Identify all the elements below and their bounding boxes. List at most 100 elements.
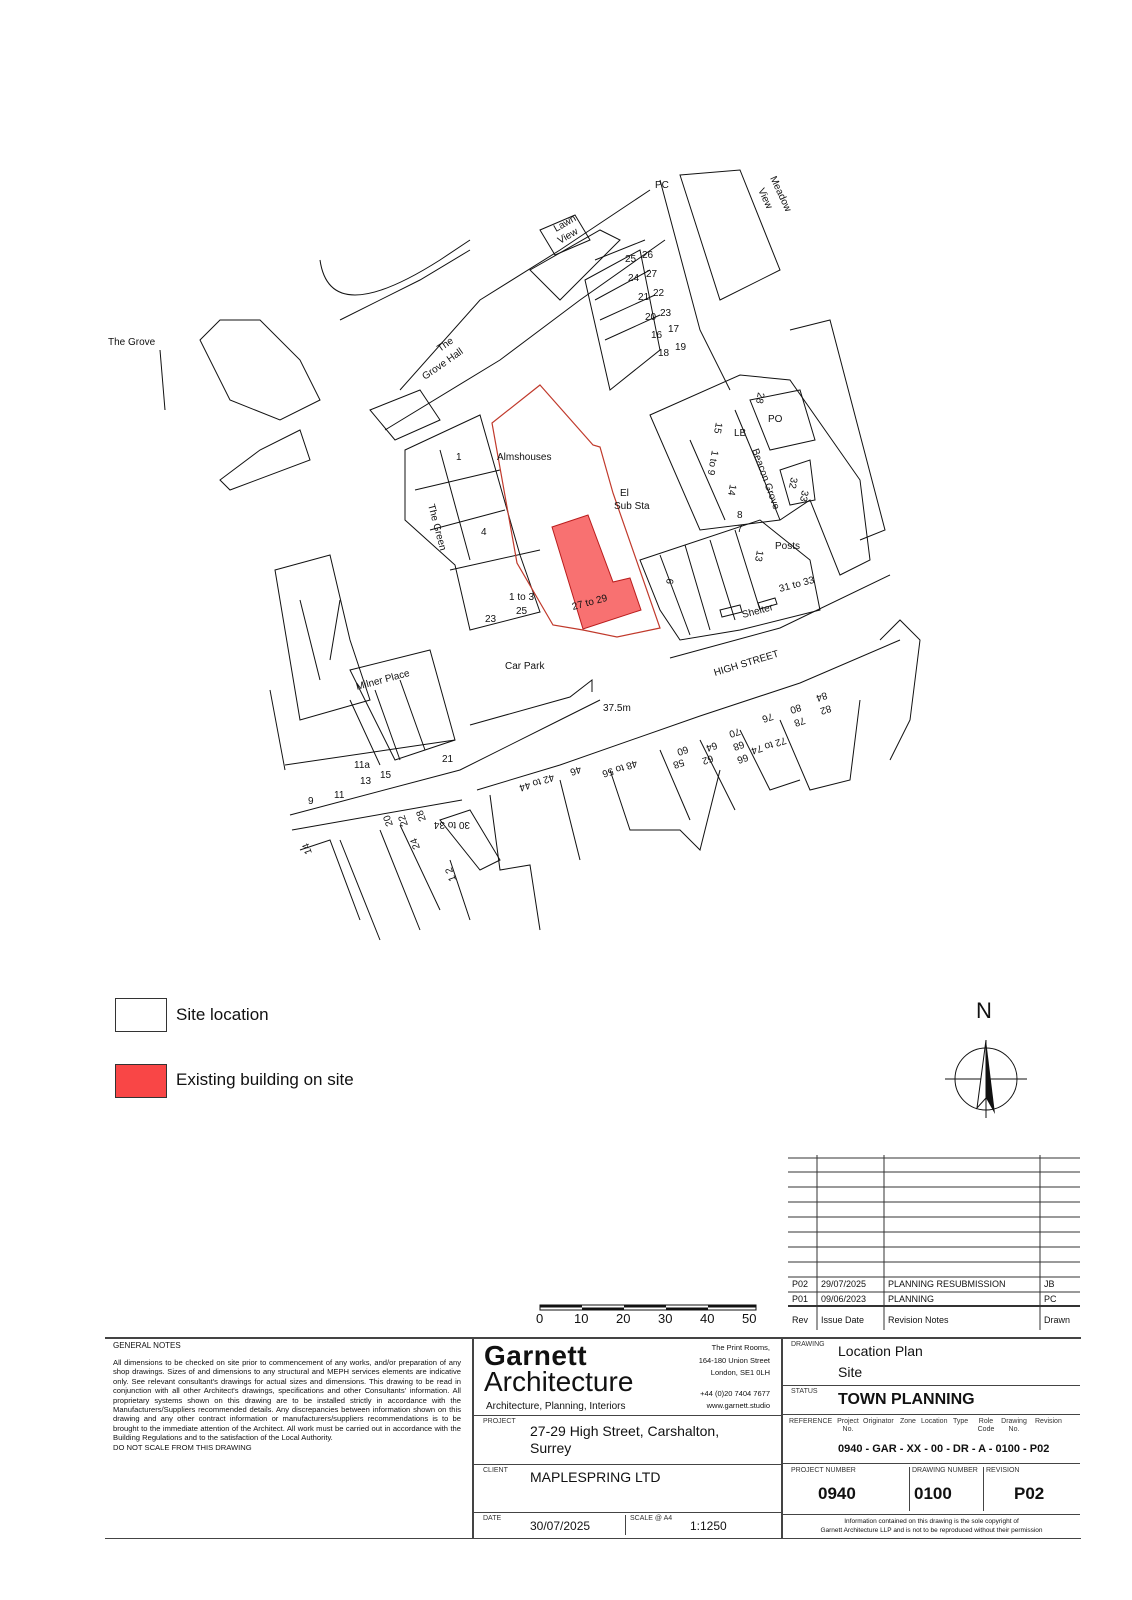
divider <box>783 1385 1080 1386</box>
map-label: 13 <box>752 549 765 562</box>
map-label: Shelter <box>741 602 775 621</box>
high-street-south-edge-east <box>476 639 901 791</box>
rev-drawn: PC <box>1044 1294 1057 1304</box>
project-label: PROJECT <box>483 1418 516 1425</box>
rev-date: 29/07/2025 <box>821 1279 867 1289</box>
car-park-edge <box>469 678 593 726</box>
map-label: 48 to 56 <box>600 757 638 779</box>
drawing-number-label: DRAWING NUMBER <box>912 1467 978 1474</box>
map-label: 25 <box>516 606 528 617</box>
date-value: 30/07/2025 <box>530 1519 591 1533</box>
map-label: 4 <box>481 527 487 538</box>
date-label: DATE <box>483 1515 502 1522</box>
map-label: 58 <box>671 756 685 770</box>
existing-building <box>551 514 642 630</box>
rev-code: P02 <box>792 1279 809 1289</box>
legend-site-location-swatch <box>115 998 167 1032</box>
drawing-label: DRAWING <box>791 1341 825 1348</box>
scale-tick: 40 <box>700 1311 715 1326</box>
map-label: 78 <box>792 714 806 728</box>
map-label: 72 to 74 <box>749 734 787 756</box>
map-label: 25 <box>625 254 637 265</box>
map-label: El <box>620 488 629 499</box>
status-value: TOWN PLANNING <box>838 1391 975 1408</box>
general-notes-warning: DO NOT SCALE FROM THIS DRAWING <box>113 1442 252 1452</box>
firm-logo-architecture: Architecture <box>484 1366 634 1397</box>
rev-date: 09/06/2023 <box>821 1294 867 1304</box>
map-label: 22 <box>653 288 665 299</box>
address-line: The Print Rooms, <box>711 1343 770 1352</box>
scale-bar <box>539 1304 757 1311</box>
reference-label: REFERENCE <box>789 1418 833 1425</box>
firm-tagline: Architecture, Planning, Interiors <box>486 1401 626 1412</box>
map-label: 21 <box>442 754 454 765</box>
map-linework <box>159 169 921 941</box>
map-label: 62 <box>700 752 714 766</box>
reference-field: Drawing No. <box>1001 1418 1027 1433</box>
map-label: Sub Sta <box>614 501 650 512</box>
map-label: 31 to 33 <box>778 575 816 595</box>
map-label: 82 <box>818 702 832 716</box>
project-number-label: PROJECT NUMBER <box>791 1467 856 1474</box>
firm-phone: +44 (0)20 7404 7677 <box>700 1388 770 1398</box>
map-label: 32 <box>786 476 799 489</box>
map-label: 20 <box>382 813 396 828</box>
rev-drawn: JB <box>1044 1279 1055 1289</box>
map-label: 26 <box>642 250 654 261</box>
reference-field: Role Code <box>977 1418 995 1433</box>
map-label: 37.5m <box>603 703 631 714</box>
project-line2: Surrey <box>530 1440 572 1456</box>
revision-table-grid <box>788 1155 1080 1330</box>
drawing-subtitle: Site <box>838 1364 863 1380</box>
project-number: 0940 <box>818 1484 856 1503</box>
map-label: Meadow <box>767 175 793 215</box>
firm-address: The Print Rooms, 164-180 Union Street Lo… <box>699 1342 770 1413</box>
reference-field: Type <box>953 1418 969 1425</box>
client-value: MAPLESPRING LTD <box>530 1469 661 1485</box>
copyright-line: Garnett Architecture LLP and is not to b… <box>820 1527 1043 1534</box>
map-label: 28 <box>415 808 429 823</box>
divider <box>625 1515 626 1535</box>
map-label: 19 <box>675 342 687 353</box>
map-label: 13 <box>360 776 372 787</box>
map-label: 14 <box>725 483 738 496</box>
map-label: PC <box>655 180 669 191</box>
map-label: The Green <box>425 503 448 552</box>
divider <box>783 1463 1080 1464</box>
rev-header: Revision Notes <box>888 1315 949 1325</box>
map-label: LB <box>734 428 747 439</box>
map-labels: The Grove The Grove Hall Lawn View PC Me… <box>108 175 832 883</box>
reference-field: Location <box>921 1418 948 1425</box>
general-notes-body: All dimensions to be checked on site pri… <box>113 1358 461 1452</box>
divider <box>783 1514 1080 1515</box>
map-label: 21 <box>638 292 650 303</box>
divider <box>472 1339 474 1538</box>
map-label: 27 <box>646 269 658 280</box>
scale-tick: 50 <box>742 1311 757 1326</box>
divider <box>474 1464 781 1465</box>
map-label: 76 <box>760 710 774 724</box>
map-label: 30 to 34 <box>433 819 470 830</box>
map-label: 18 <box>658 348 670 359</box>
legend-existing-building-swatch <box>115 1064 167 1098</box>
divider <box>783 1414 1080 1415</box>
firm-logo-name: Garnett <box>484 1340 588 1371</box>
map-label: 23 <box>485 614 497 625</box>
firm-website: www.garnett.studio <box>706 1401 770 1410</box>
map-label: 1 2 <box>444 865 459 882</box>
high-street-north-edge <box>289 699 601 816</box>
map-label: 23 <box>660 308 672 319</box>
map-label: 84 <box>814 689 828 703</box>
revision-number: P02 <box>1014 1484 1045 1503</box>
divider <box>781 1339 783 1538</box>
reference-field: Project No. <box>837 1418 859 1433</box>
map-label: 42 to 44 <box>517 771 555 793</box>
general-notes-title: GENERAL NOTES <box>113 1341 181 1350</box>
legend-existing-building-label: Existing building on site <box>176 1070 354 1089</box>
reference-field: Revision <box>1035 1418 1062 1425</box>
rev-notes: PLANNING RESUBMISSION <box>888 1279 1006 1289</box>
rev-header: Rev <box>792 1315 809 1325</box>
map-label: The Grove <box>108 337 156 348</box>
map-label: HIGH STREET <box>713 649 781 679</box>
divider <box>474 1512 781 1513</box>
